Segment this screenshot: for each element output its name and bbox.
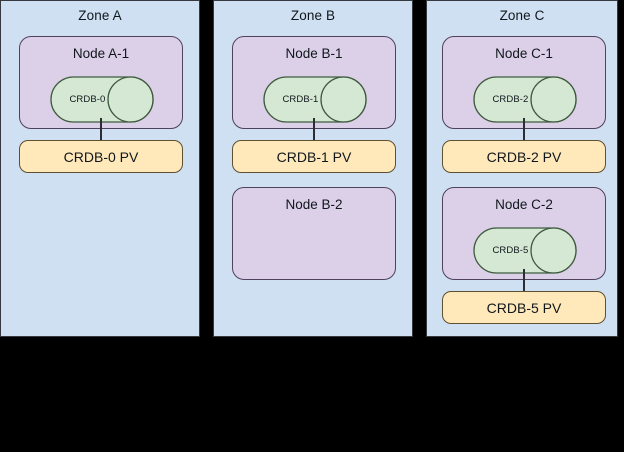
volume-crdb-1-pv-label: CRDB-1 PV — [276, 148, 352, 165]
node-b-2: Node B-2 — [232, 187, 396, 280]
connector-crdb-5-to-pv — [523, 269, 525, 291]
database-cylinder-crdb-5: CRDB-5 — [473, 227, 577, 274]
zone-a-title: Zone A — [78, 8, 122, 23]
volume-crdb-0-pv: CRDB-0 PV — [19, 140, 183, 173]
connector-crdb-0-to-pv — [100, 118, 102, 140]
volume-crdb-0-pv-label: CRDB-0 PV — [63, 148, 139, 165]
node-a-1-title: Node A-1 — [72, 46, 130, 61]
volume-crdb-5-pv-label: CRDB-5 PV — [486, 299, 562, 316]
zone-c: Zone C Node C-1 CRDB-2 CRDB-2 PV Node C-… — [426, 0, 618, 337]
database-cylinder-crdb-2: CRDB-2 — [473, 76, 577, 123]
database-cylinder-crdb-1: CRDB-1 — [263, 76, 367, 123]
volume-crdb-2-pv: CRDB-2 PV — [442, 140, 606, 173]
node-b-2-title: Node B-2 — [285, 197, 343, 212]
volume-crdb-1-pv: CRDB-1 PV — [232, 140, 396, 173]
connector-crdb-1-to-pv — [313, 118, 315, 140]
node-b-1: Node B-1 CRDB-1 — [232, 36, 396, 129]
node-a-1: Node A-1 CRDB-0 — [19, 36, 183, 129]
volume-crdb-2-pv-label: CRDB-2 PV — [486, 148, 562, 165]
zone-b-title: Zone B — [290, 8, 336, 23]
node-c-2-title: Node C-2 — [495, 197, 553, 212]
connector-crdb-2-to-pv — [523, 118, 525, 140]
node-c-1-title: Node C-1 — [495, 46, 553, 61]
database-cylinder-crdb-0: CRDB-0 — [50, 76, 154, 123]
node-b-1-title: Node B-1 — [285, 46, 343, 61]
zone-a: Zone A Node A-1 CRDB-0 CRDB-0 PV — [0, 0, 200, 337]
zone-c-title: Zone C — [499, 8, 545, 23]
node-c-2: Node C-2 CRDB-5 — [442, 187, 606, 280]
node-c-1: Node C-1 CRDB-2 — [442, 36, 606, 129]
volume-crdb-5-pv: CRDB-5 PV — [442, 291, 606, 324]
zone-b: Zone B Node B-1 CRDB-1 CRDB-1 PV Node B-… — [213, 0, 413, 337]
